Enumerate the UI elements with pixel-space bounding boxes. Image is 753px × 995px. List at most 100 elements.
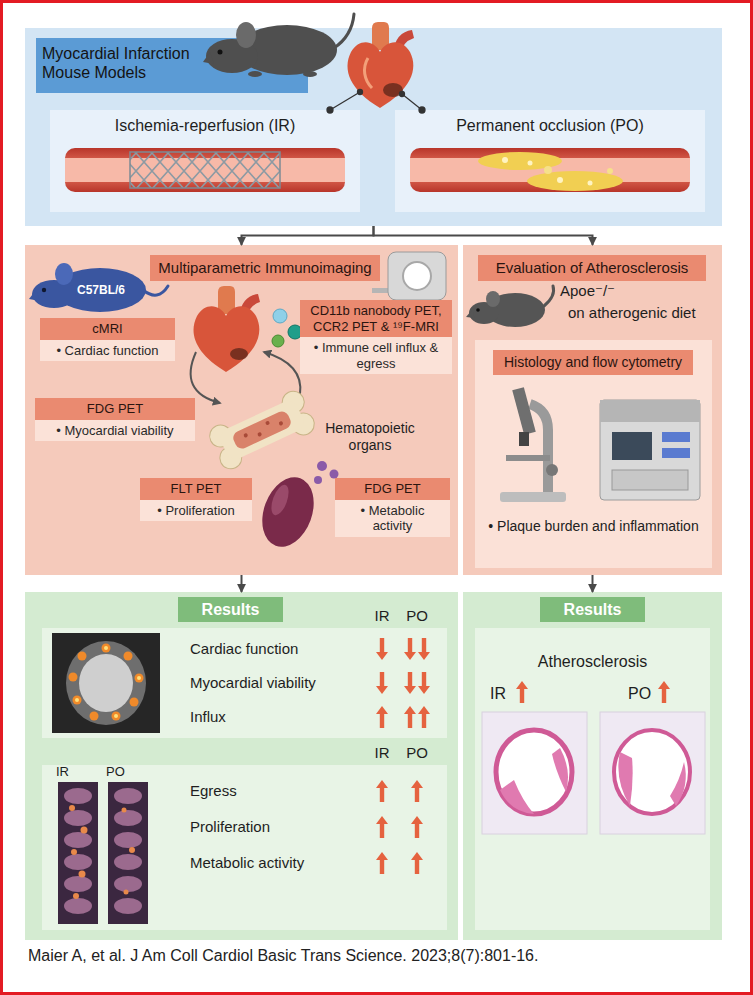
modality-name: cMRI — [40, 318, 175, 340]
flow-connector — [241, 575, 243, 592]
plaque-illustration — [607, 168, 613, 174]
mouse-illustration — [334, 14, 354, 48]
strain-label: Apoe⁻/⁻ — [560, 282, 630, 300]
stent-illustration — [65, 148, 345, 192]
spine-image — [69, 805, 135, 899]
label-holder: Atherosclerosis — [475, 652, 710, 671]
label-holder: PO — [628, 684, 656, 703]
caption: Maier A, et al. J Am Coll Cardiol Basic … — [28, 946, 568, 965]
mri-image — [130, 698, 139, 707]
bone-illustration — [217, 398, 307, 463]
stent-illustration — [65, 148, 345, 192]
column-header: PO — [400, 744, 434, 762]
histology-image — [482, 712, 705, 834]
spine-image — [81, 827, 88, 834]
cytometer-illustration — [600, 400, 700, 500]
histology-image — [500, 780, 534, 814]
label-holder: Egress — [190, 782, 365, 800]
bone-illustration — [265, 420, 270, 425]
mri-image — [52, 633, 160, 733]
plaque-illustration — [502, 157, 508, 163]
spine-image — [114, 876, 142, 892]
mouse-illustration — [55, 263, 73, 285]
panel-heading: Myocardial Infarction Mouse Models — [42, 44, 210, 82]
histology-image — [614, 730, 690, 814]
spine-image — [64, 788, 142, 914]
mouse-illustration — [248, 71, 262, 77]
result-arrow — [411, 780, 423, 802]
result-arrow — [376, 672, 388, 694]
mouse-illustration — [203, 14, 354, 77]
cytometer-illustration — [600, 400, 700, 422]
label-holder: IR — [368, 744, 396, 762]
plaque-illustration — [544, 166, 552, 174]
mouse-illustration — [236, 22, 256, 48]
mri-image — [135, 674, 144, 683]
mouse-illustration — [203, 52, 214, 64]
bone-illustration — [206, 388, 318, 473]
spine-image — [124, 890, 129, 895]
immune-cell — [273, 309, 287, 323]
label-holder: Metabolic activity — [190, 854, 365, 872]
mri-image — [90, 712, 99, 721]
spine-image — [64, 898, 92, 914]
organ-label: Hematopoietic organs — [320, 420, 420, 454]
spine-image — [108, 782, 148, 924]
measure-text: • Cardiac function — [40, 340, 175, 362]
label-holder: Hematopoietic organs — [320, 420, 420, 454]
immune-cell — [272, 309, 302, 347]
flow-arrow — [191, 352, 220, 403]
plaque-illustration — [410, 148, 690, 192]
panel-heading: Results — [540, 597, 645, 622]
mri-image — [112, 712, 121, 721]
leader-line — [419, 107, 425, 113]
mri-image — [69, 644, 144, 721]
mouse-illustration — [143, 286, 168, 295]
spine-image — [64, 854, 92, 870]
label-holder: C57BL/6 — [68, 283, 134, 297]
modality-name: FDG PET — [35, 398, 195, 420]
spine-image — [122, 808, 127, 813]
flow-connector — [242, 226, 374, 245]
label-holder: Myocardial viability — [190, 674, 365, 692]
plaque-illustration — [557, 177, 563, 183]
mouse-illustration — [42, 288, 46, 292]
immune-cell — [288, 325, 302, 339]
microscope-illustration — [500, 492, 566, 502]
histology-image — [482, 712, 587, 834]
mri-image — [124, 652, 133, 661]
result-arrow — [418, 706, 430, 728]
leader-line — [330, 92, 360, 110]
text-holder: Histology and flow cytometry — [493, 350, 693, 375]
heart-illustration — [348, 22, 414, 108]
diet-label: on atherogenic diet — [568, 304, 708, 322]
result-arrow — [376, 816, 388, 838]
mouse-illustration — [466, 310, 475, 318]
measure-text: • Plaque burden and inflammation — [480, 518, 707, 535]
label-holder: IR — [56, 764, 88, 780]
label-holder: Proliferation — [190, 818, 365, 836]
cytometer-illustration — [662, 448, 690, 458]
histology-image — [600, 712, 705, 834]
caption-holder: Maier A, et al. J Am Coll Cardiol Basic … — [28, 946, 568, 965]
modality-box: FDG PET• Metabolic activity — [335, 478, 450, 537]
result-label: Influx — [190, 708, 365, 726]
cytometer-illustration — [612, 470, 688, 490]
result-inset — [42, 628, 710, 930]
measure-text: • Proliferation — [140, 500, 252, 522]
mri-image — [66, 641, 146, 725]
stent-illustration — [130, 152, 280, 188]
flow-connector — [374, 226, 593, 245]
text-holder: Myocardial Infarction Mouse Models — [42, 44, 210, 82]
flow-connector — [592, 575, 594, 592]
microscope-illustration — [530, 404, 548, 492]
result-label: Egress — [190, 782, 365, 800]
spleen-illustration — [268, 483, 292, 518]
result-arrow — [418, 638, 430, 660]
label-holder: Influx — [190, 708, 365, 726]
result-arrow — [404, 672, 416, 694]
mri-image — [69, 673, 78, 682]
modality-box: FLT PET• Proliferation — [140, 478, 252, 521]
result-arrow — [404, 706, 416, 728]
plaque-illustration — [527, 171, 623, 191]
